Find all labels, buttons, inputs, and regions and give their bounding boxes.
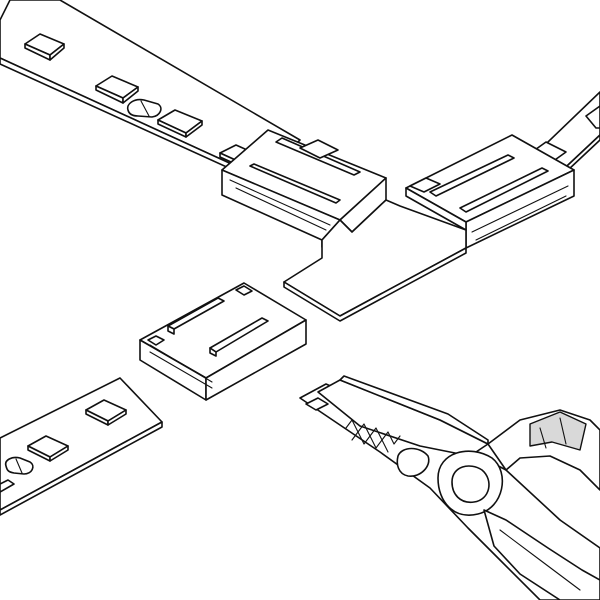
- t-connector-board: [283, 199, 467, 322]
- led-chip: [585, 105, 600, 129]
- pivot-bolt: [437, 450, 504, 516]
- resistor: [126, 98, 162, 118]
- led-chip: [24, 33, 65, 61]
- led-chip: [0, 479, 15, 493]
- pliers-tool: [299, 375, 600, 600]
- led-chip: [27, 435, 69, 462]
- led-chip: [157, 109, 203, 138]
- resistor: [4, 456, 34, 475]
- led-chip: [95, 75, 139, 104]
- t-connector-right-clip: [405, 134, 575, 249]
- led-strip-lower-left: [0, 377, 163, 516]
- t-connector-left-clip: [221, 129, 387, 248]
- single-clip-connector: [139, 282, 307, 401]
- led-chip: [85, 399, 127, 426]
